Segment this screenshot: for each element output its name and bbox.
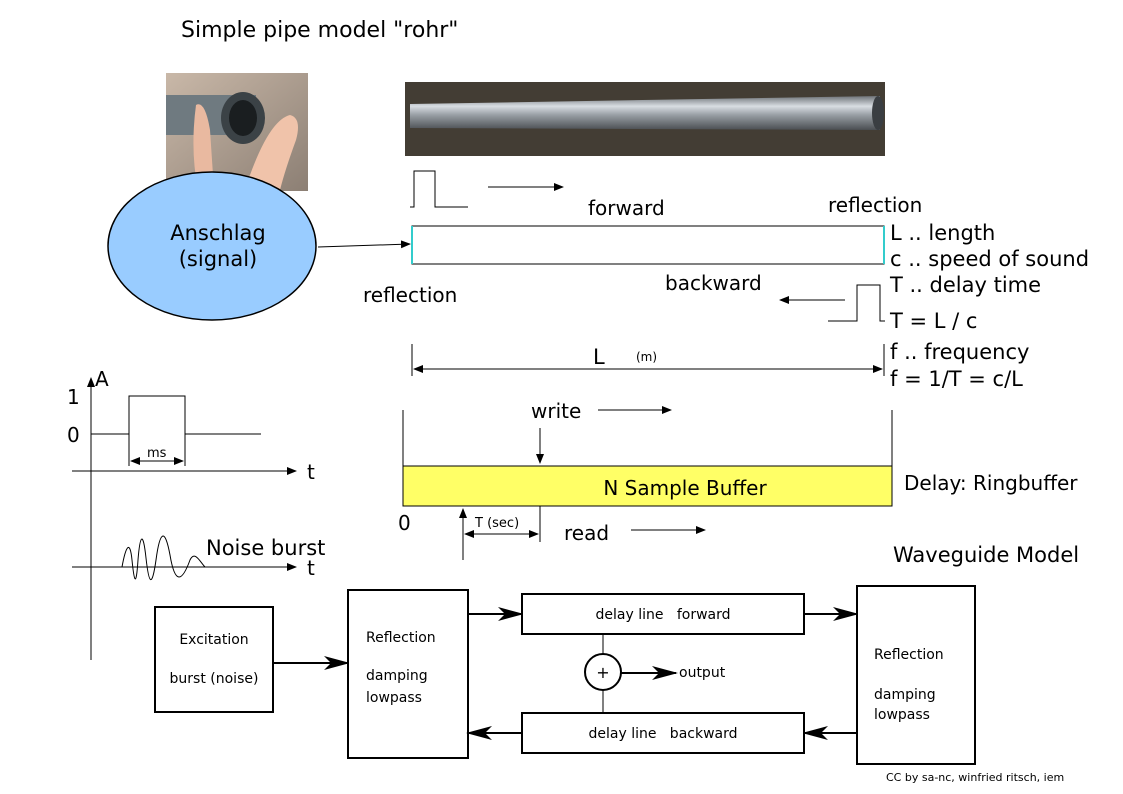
amplitude-one: 1: [67, 385, 80, 409]
forward-pulse: [410, 170, 468, 208]
reflection-right-block: [856, 585, 976, 765]
noise-burst-label: Noise burst: [206, 536, 325, 560]
length-unit: (m): [636, 350, 657, 364]
output-label: output: [679, 665, 726, 681]
reflection-right-line2: damping: [874, 687, 936, 703]
sum-symbol: +: [596, 663, 609, 682]
delay-line-backward-label: delay line backward: [588, 726, 737, 742]
credit-line: CC by sa-nc, winfried ritsch, iem: [886, 771, 1064, 784]
hand-on-pipe-photo-icon: [166, 73, 308, 191]
reflection-left-line2: damping: [366, 668, 428, 684]
noise-time-label: t: [307, 556, 315, 580]
backward-pulse: [828, 284, 885, 322]
length-symbol: L: [593, 345, 605, 369]
legend-length: L .. length: [890, 221, 995, 245]
forward-label: forward: [588, 196, 665, 220]
reflection-right-line1: Reflection: [874, 647, 944, 663]
delay-line-forward-label: delay line forward: [596, 607, 731, 623]
noise-graph: [72, 535, 297, 581]
amplitude-zero: 0: [67, 423, 80, 447]
buffer-zero: 0: [398, 511, 411, 535]
buffer-caption: Delay: Ringbuffer: [904, 471, 1078, 495]
delay-span-label: T (sec): [474, 516, 519, 531]
excitation-line2: burst (noise): [170, 671, 259, 687]
pulse-graph: [72, 377, 297, 660]
excitation-line1: Excitation: [179, 632, 248, 648]
waveguide-title: Waveguide Model: [893, 543, 1079, 567]
sample-buffer: [402, 465, 893, 507]
page-title: Simple pipe model "rohr": [181, 18, 458, 43]
legend-frequency: f .. frequency: [890, 340, 1029, 364]
sample-buffer-label: N Sample Buffer: [603, 476, 767, 500]
read-label: read: [564, 521, 609, 545]
legend-frequency-eq: f = 1/T = c/L: [890, 367, 1023, 391]
delay-line-forward: [521, 593, 805, 635]
backward-label: backward: [665, 271, 762, 295]
signal-bubble-line1: Anschlag: [170, 221, 266, 245]
legend-delay: T .. delay time: [889, 273, 1041, 297]
reflection-right-label: reflection: [828, 193, 922, 217]
pulse-time-label: t: [307, 460, 315, 484]
excitation-block: [154, 606, 274, 713]
delay-line-backward: [521, 712, 805, 754]
reflection-left-line3: lowpass: [366, 690, 422, 706]
reflection-right-line3: lowpass: [874, 707, 930, 723]
pipe-schematic: [411, 225, 885, 265]
signal-arrow: [317, 240, 411, 249]
amplitude-label: A: [95, 367, 109, 391]
legend-speed: c .. speed of sound: [890, 247, 1089, 271]
signal-bubble: [107, 171, 317, 321]
pipe-photo-icon: [405, 82, 885, 156]
reflection-left-line1: Reflection: [366, 630, 436, 646]
signal-bubble-line2: (signal): [179, 247, 258, 271]
legend-delay-eq: T = L / c: [889, 309, 977, 333]
write-label: write: [531, 399, 581, 423]
reflection-left-label: reflection: [363, 283, 457, 307]
pulse-width-label: ms: [147, 446, 167, 461]
reflection-left-block: [347, 589, 469, 759]
